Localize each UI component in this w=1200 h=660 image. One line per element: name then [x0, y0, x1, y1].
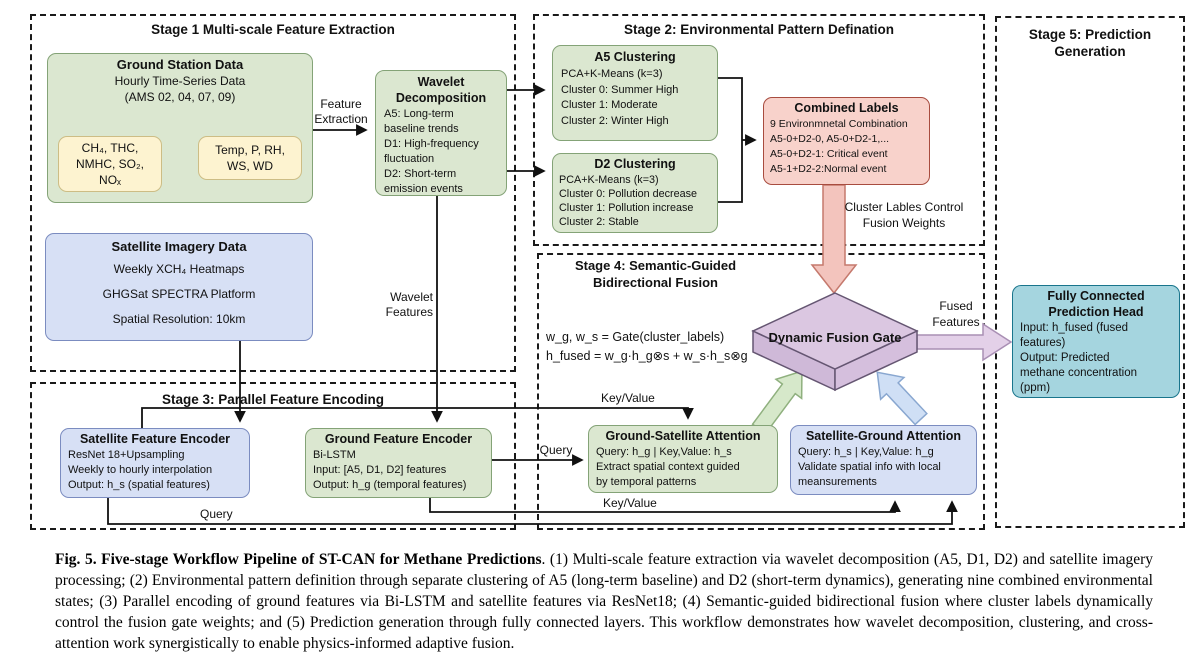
gate-equation: w_g, w_s = Gate(cluster_labels): [546, 330, 725, 344]
wavelet-line: D1: High-frequency: [384, 138, 479, 150]
wavelet-line: A5: Long-term: [384, 108, 454, 120]
stage5-title: Stage 5: Prediction Generation: [1028, 27, 1152, 59]
a5-clustering-line: Cluster 2: Winter High: [561, 114, 669, 127]
combined-labels-line: A5-1+D2-2:Normal event: [770, 163, 887, 175]
satellite-ground-attention-box: Satellite-Ground Attention Query: h_s | …: [790, 425, 977, 495]
a5-clustering-line: Cluster 0: Summer High: [561, 83, 679, 96]
satellite-encoder-line: ResNet 18+Upsampling: [68, 449, 185, 461]
d2-clustering-line: PCA+K-Means (k=3): [559, 174, 659, 186]
pollutants-line: NOₓ: [99, 173, 121, 187]
gs-attention-line: Extract spatial context guided: [596, 461, 740, 473]
fused-features-label: Fused Features: [932, 299, 980, 329]
stage2-container: Stage 2: Environmental Pattern Definatio…: [533, 14, 985, 246]
meteorology-line: WS, WD: [227, 159, 273, 173]
key-value-bottom-label: Key/Value: [603, 496, 657, 510]
satellite-imagery-title: Satellite Imagery Data: [111, 239, 247, 254]
prediction-head-line: methane concentration: [1020, 367, 1137, 379]
dynamic-fusion-gate-label: Dynamic Fusion Gate: [768, 330, 902, 345]
gs-attention-line: by temporal patterns: [596, 476, 697, 488]
meteorology-box: Temp, P, RH, WS, WD: [198, 136, 302, 180]
feature-extraction-label: Feature Extraction: [314, 97, 368, 126]
wavelet-features-label: Wavelet Features: [385, 290, 433, 319]
meteorology-line: Temp, P, RH,: [215, 143, 285, 157]
satellite-imagery-box: Satellite Imagery Data Weekly XCH₄ Heatm…: [45, 233, 313, 341]
d2-clustering-box: D2 Clustering PCA+K-Means (k=3) Cluster …: [552, 153, 718, 233]
wavelet-line: D2: Short-term: [384, 168, 457, 180]
prediction-head-title: Fully Connected Prediction Head: [1047, 289, 1145, 319]
ground-station-title: Ground Station Data: [116, 57, 244, 72]
ground-encoder-box: Ground Feature Encoder Bi-LSTM Input: [A…: [305, 428, 492, 498]
a5-clustering-box: A5 Clustering PCA+K-Means (k=3) Cluster …: [552, 45, 718, 141]
gs-attention-line: Query: h_g | Key,Value: h_s: [596, 446, 732, 458]
ground-station-line: (AMS 02, 04, 07, 09): [124, 90, 236, 104]
stage5-container: Stage 5: Prediction Generation: [995, 16, 1185, 528]
satellite-imagery-line: Weekly XCH₄ Heatmaps: [113, 262, 245, 276]
ground-station-line: Hourly Time-Series Data: [114, 74, 246, 88]
pollutants-line: NMHC, SO₂,: [76, 157, 144, 171]
d2-clustering-line: Cluster 0: Pollution decrease: [559, 188, 698, 200]
ground-satellite-attention-title: Ground-Satellite Attention: [605, 429, 761, 443]
a5-clustering-line: PCA+K-Means (k=3): [561, 68, 663, 80]
stage4-title: Stage 4: Semantic-Guided Bidirectional F…: [574, 258, 737, 290]
pollutants-box: CH₄, THC, NMHC, SO₂, NOₓ: [58, 136, 162, 192]
prediction-head-line: Output: Predicted: [1020, 352, 1110, 364]
prediction-head-line: Input: h_fused (fused: [1020, 322, 1129, 334]
stage3-container: Stage 3: Parallel Feature Encoding: [30, 382, 516, 530]
satellite-ground-attention-title: Satellite-Ground Attention: [805, 429, 962, 443]
d2-clustering-line: Cluster 2: Stable: [559, 216, 639, 228]
prediction-head-box: Fully Connected Prediction Head Input: h…: [1012, 285, 1180, 398]
d2-clustering-title: D2 Clustering: [594, 157, 676, 171]
caption-body: . (1) Multi-scale feature extraction via…: [55, 551, 1153, 652]
prediction-head-line: (ppm): [1020, 382, 1051, 394]
satellite-encoder-title: Satellite Feature Encoder: [79, 432, 231, 446]
stage1-container: Stage 1 Multi-scale Feature Extraction: [30, 14, 516, 372]
ground-encoder-line: Input: [A5, D1, D2] features: [313, 464, 447, 476]
cluster-control-label: Cluster Lables Control Fusion Weights: [844, 200, 964, 230]
ground-encoder-line: Bi-LSTM: [313, 449, 356, 461]
a5-clustering-title: A5 Clustering: [594, 50, 676, 64]
sg-attention-line: Validate spatial info with local: [798, 461, 941, 473]
ground-encoder-line: Output: h_g (temporal features): [313, 479, 467, 491]
combined-labels-line: 9 Environmnetal Combination: [770, 118, 908, 130]
caption-title: Fig. 5. Five-stage Workflow Pipeline of …: [55, 551, 542, 568]
figure-caption: Fig. 5. Five-stage Workflow Pipeline of …: [55, 549, 1153, 654]
fusion-equation: h_fused = w_g·h_g⊗s + w_s·h_s⊗g: [546, 349, 748, 363]
satellite-imagery-line: GHGSat SPECTRA Platform: [102, 287, 256, 301]
combined-labels-title: Combined Labels: [794, 101, 899, 115]
wavelet-line: fluctuation: [384, 153, 435, 165]
key-value-top-label: Key/Value: [601, 391, 655, 405]
pollutants-line: CH₄, THC,: [81, 141, 139, 155]
stage3-title: Stage 3: Parallel Feature Encoding: [161, 392, 385, 407]
wavelet-line: emission events: [384, 183, 463, 195]
wavelet-line: baseline trends: [384, 123, 459, 135]
ground-satellite-attention-box: Ground-Satellite Attention Query: h_g | …: [588, 425, 778, 493]
combined-labels-box: Combined Labels 9 Environmnetal Combinat…: [763, 97, 930, 185]
satellite-encoder-box: Satellite Feature Encoder ResNet 18+Upsa…: [60, 428, 250, 498]
sg-attention-line: Query: h_s | Key,Value: h_g: [798, 446, 934, 458]
prediction-head-line: features): [1020, 337, 1066, 349]
combined-labels-line: A5-0+D2-0, A5-0+D2-1,...: [770, 133, 890, 145]
satellite-encoder-line: Output: h_s (spatial features): [68, 479, 210, 491]
stage2-title: Stage 2: Environmental Pattern Definatio…: [623, 22, 895, 37]
query-mid-label: Query: [539, 443, 573, 457]
wavelet-title: Wavelet Decomposition: [395, 75, 487, 105]
combined-labels-line: A5-0+D2-1: Critical event: [770, 148, 888, 160]
stage4-container: [537, 253, 985, 530]
ground-encoder-title: Ground Feature Encoder: [324, 432, 473, 446]
satellite-imagery-line: Spatial Resolution: 10km: [112, 312, 246, 326]
stage1-title: Stage 1 Multi-scale Feature Extraction: [151, 22, 395, 37]
sg-attention-line: meansurements: [798, 476, 877, 488]
a5-clustering-line: Cluster 1: Moderate: [561, 99, 658, 111]
d2-clustering-line: Cluster 1: Pollution increase: [559, 202, 694, 214]
satellite-encoder-line: Weekly to hourly interpolation: [68, 464, 213, 476]
wavelet-decomposition-box: Wavelet Decomposition A5: Long-term base…: [375, 70, 507, 196]
query-bottom-label: Query: [200, 507, 233, 521]
